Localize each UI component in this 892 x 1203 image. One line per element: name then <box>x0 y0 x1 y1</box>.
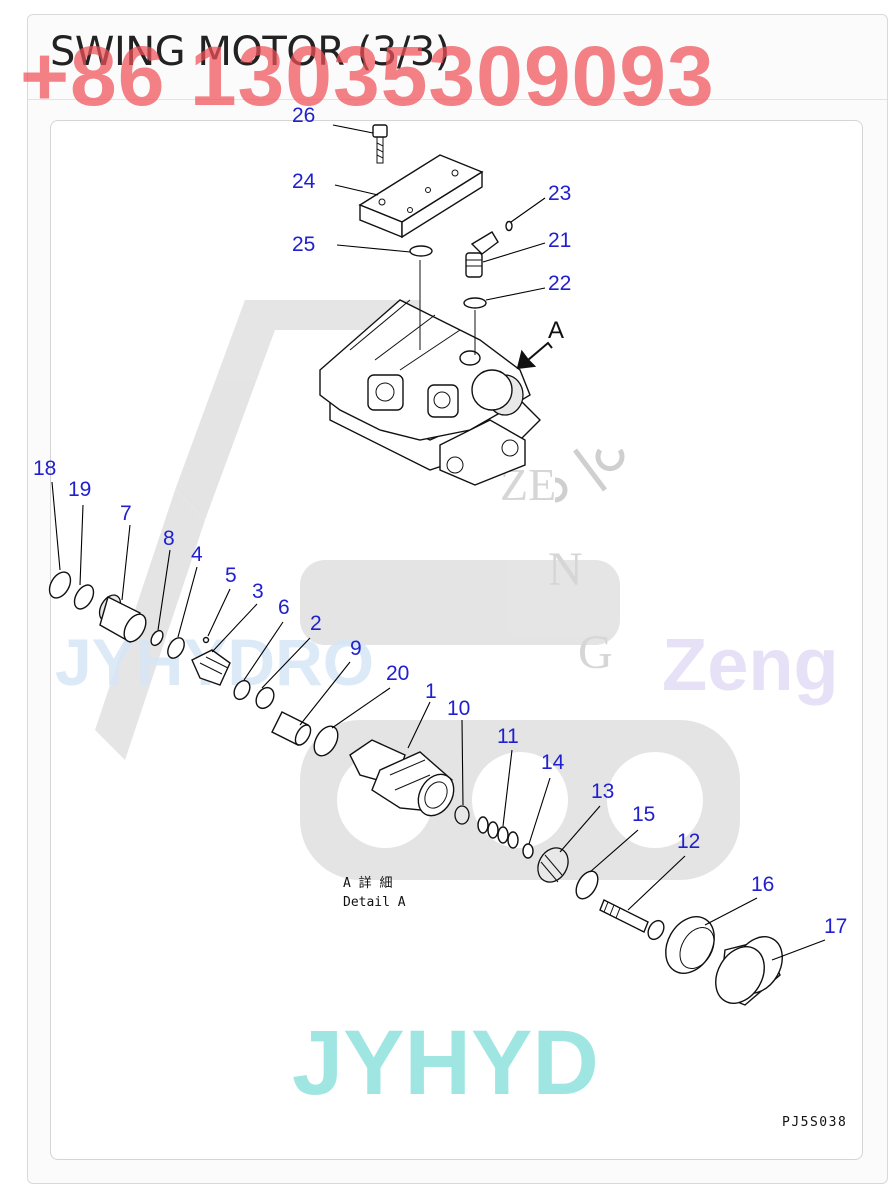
detail-label-en: Detail A <box>343 895 406 910</box>
part-4-oring <box>167 637 185 659</box>
detail-label-jp: A 詳 細 <box>343 875 392 891</box>
part-1-valve-housing <box>349 739 455 817</box>
watermark-right-brand: Zeng <box>662 623 839 706</box>
callout-2: 2 <box>310 612 322 635</box>
drawing-code: PJ5S038 <box>782 1115 847 1130</box>
wrench-watermark <box>554 448 625 503</box>
part-12-adjust-screw <box>599 899 665 941</box>
callout-24: 24 <box>292 170 316 193</box>
watermark-phone: +86 13035309093 <box>20 29 715 123</box>
callout-14: 14 <box>541 751 565 774</box>
part-8-ring <box>150 629 164 647</box>
callout-16: 16 <box>751 873 774 896</box>
watermark-letters-3: G <box>578 626 613 679</box>
part-17-cap <box>715 936 783 1006</box>
callout-5: 5 <box>225 564 237 587</box>
valve-body <box>319 260 541 486</box>
callout-25: 25 <box>292 233 315 256</box>
title-bar: SWING MOTOR (3/3) <box>28 15 887 100</box>
leader-lines <box>51 124 826 961</box>
callout-9: 9 <box>350 637 362 660</box>
callout-4: 4 <box>191 543 203 566</box>
part-18-snap-ring <box>48 571 72 599</box>
callout-22: 22 <box>548 272 571 295</box>
callout-7: 7 <box>120 502 132 525</box>
part-9-sleeve <box>271 711 312 746</box>
part-14-washer <box>522 843 534 859</box>
page-title: SWING MOTOR (3/3) <box>50 29 450 75</box>
part-21-elbow <box>465 231 499 278</box>
callout-12: 12 <box>677 830 700 853</box>
callout-26: 26 <box>292 104 315 127</box>
part-26-bolt <box>372 124 388 164</box>
part-15-oring <box>575 870 599 900</box>
view-arrow-a <box>516 341 553 370</box>
callout-3: 3 <box>252 580 264 603</box>
part-6-ring <box>233 679 251 701</box>
callout-6: 6 <box>278 596 290 619</box>
watermark-letters-2: N <box>548 543 583 596</box>
part-25-gasket <box>409 245 433 257</box>
part-23-oring <box>505 220 513 232</box>
callout-21: 21 <box>548 229 571 252</box>
part-22-gasket <box>463 297 487 309</box>
callout-1: 1 <box>425 680 437 703</box>
callout-19: 19 <box>68 478 91 501</box>
callout-8: 8 <box>163 527 175 550</box>
callout-18: 18 <box>33 457 56 480</box>
part-16-lock-nut <box>665 916 715 974</box>
watermark-bottom-brand: JYHYD <box>292 1012 599 1114</box>
callout-20: 20 <box>386 662 409 685</box>
part-19-oring <box>73 584 95 610</box>
part-11-spring <box>477 816 519 849</box>
callout-17: 17 <box>824 915 847 938</box>
view-arrow-label: A <box>548 317 564 344</box>
part-3-poppet <box>191 649 231 686</box>
part-10-seat <box>454 805 470 825</box>
callout-23: 23 <box>548 182 571 205</box>
callout-10: 10 <box>447 697 470 720</box>
part-7-plug <box>98 594 147 644</box>
part-24-plate <box>358 154 484 239</box>
part-5-ball <box>202 636 210 644</box>
callout-11: 11 <box>497 725 519 748</box>
callout-13: 13 <box>591 780 614 803</box>
callout-15: 15 <box>632 803 655 826</box>
part-2-ring <box>255 686 275 710</box>
